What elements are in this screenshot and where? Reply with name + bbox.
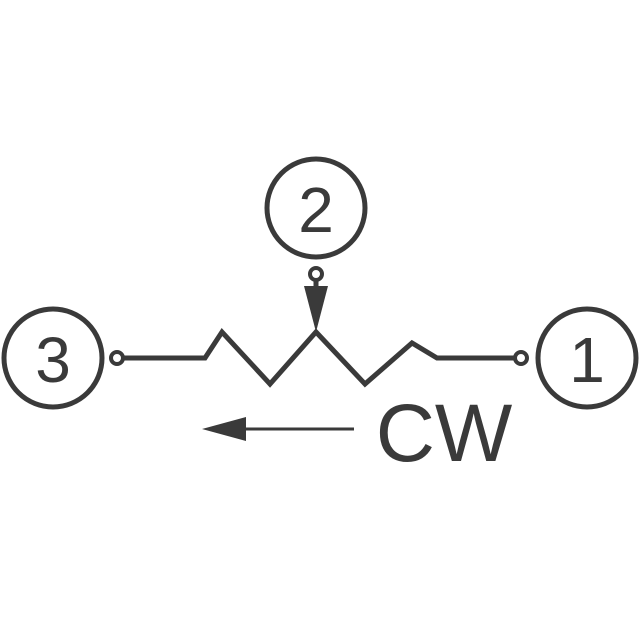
pin-1-circle bbox=[535, 306, 639, 410]
pin-1-group: 1 bbox=[535, 306, 639, 410]
pin-1-label: 1 bbox=[569, 324, 605, 396]
pin-3-label: 3 bbox=[35, 324, 71, 396]
pin-3-circle bbox=[1, 306, 105, 410]
wiper-arrowhead bbox=[304, 286, 328, 332]
cw-arrow-head bbox=[202, 417, 246, 441]
pin-3-group: 3 bbox=[1, 306, 105, 410]
pin-2-circle bbox=[264, 156, 368, 260]
resistor-body bbox=[123, 327, 515, 388]
pin-2-label: 2 bbox=[298, 174, 334, 246]
cw-label: CW bbox=[376, 388, 513, 479]
pin-2-group: 2 bbox=[264, 156, 368, 260]
terminal-2-dot bbox=[308, 266, 324, 282]
terminal-1-dot bbox=[513, 350, 529, 366]
terminal-3-dot bbox=[109, 350, 125, 366]
